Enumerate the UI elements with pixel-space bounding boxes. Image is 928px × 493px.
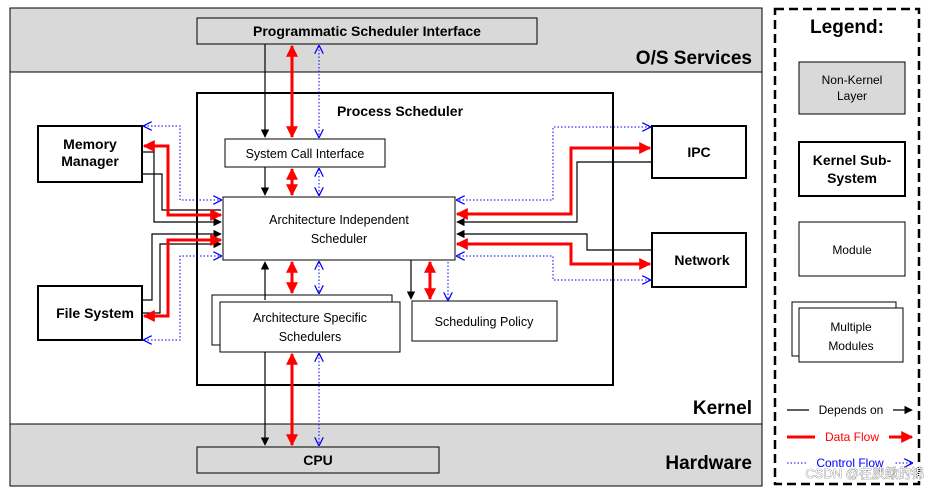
- legend-multiple-swatch: [798, 307, 904, 363]
- system-call-interface-box: [224, 138, 386, 168]
- legend-kernel-sub-label-1: Kernel Sub-: [813, 152, 892, 168]
- hardware-label: Hardware: [665, 453, 752, 474]
- programmatic-interface-box: [196, 17, 538, 45]
- ipc-label: IPC: [687, 144, 710, 160]
- legend-depends-on-label: Depends on: [819, 403, 884, 417]
- legend-module-label: Module: [832, 243, 872, 257]
- network-label: Network: [674, 252, 729, 268]
- legend-non-kernel-label-1: Non-Kernel: [822, 73, 883, 87]
- process-scheduler-label: Process Scheduler: [337, 103, 464, 119]
- legend-non-kernel-label-2: Layer: [837, 89, 867, 103]
- watermark-text: CSDN @在腴鳅的锦: [805, 466, 924, 481]
- cpu-label: CPU: [303, 452, 333, 468]
- os-services-label: O/S Services: [636, 48, 752, 69]
- control-flow-arrows: [144, 46, 650, 445]
- scheduling-policy-box: [411, 300, 558, 342]
- scheduling-policy-label: Scheduling Policy: [435, 315, 534, 329]
- arch-independent-box: [222, 196, 456, 261]
- legend-depends-on-bg: [809, 402, 893, 418]
- memory-manager-box: [37, 125, 143, 183]
- memory-manager-label-2: Manager: [61, 153, 119, 169]
- legend-multiple-label-2: Modules: [828, 339, 873, 353]
- programmatic-interface-label: Programmatic Scheduler Interface: [253, 23, 481, 39]
- legend-non-kernel-swatch: [798, 61, 906, 115]
- arch-independent-label-2: Scheduler: [311, 232, 367, 246]
- ipc-box: [651, 125, 747, 179]
- arch-independent-label-1: Architecture Independent: [269, 213, 409, 227]
- legend-title: Legend:: [810, 17, 884, 38]
- legend-multiple-label-1: Multiple: [830, 320, 872, 334]
- file-system-label: File System: [56, 305, 134, 321]
- legend-data-flow-label: Data Flow: [825, 430, 879, 444]
- kernel-label: Kernel: [693, 398, 752, 419]
- legend-control-flow-bg: [806, 455, 894, 471]
- legend-module-swatch: [798, 221, 906, 277]
- system-call-interface-label: System Call Interface: [246, 147, 365, 161]
- arch-specific-label-2: Schedulers: [279, 330, 342, 344]
- memory-manager-label-1: Memory: [63, 136, 117, 152]
- legend-control-flow-label: Control Flow: [816, 456, 884, 470]
- arch-specific-label-1: Architecture Specific: [253, 311, 367, 325]
- arch-specific-box: [219, 301, 401, 353]
- legend-kernel-sub-swatch: [798, 141, 906, 197]
- legend-data-flow-bg: [815, 429, 889, 445]
- cpu-box: [196, 446, 440, 474]
- legend-kernel-sub-label-2: System: [827, 170, 877, 186]
- network-box: [651, 232, 747, 288]
